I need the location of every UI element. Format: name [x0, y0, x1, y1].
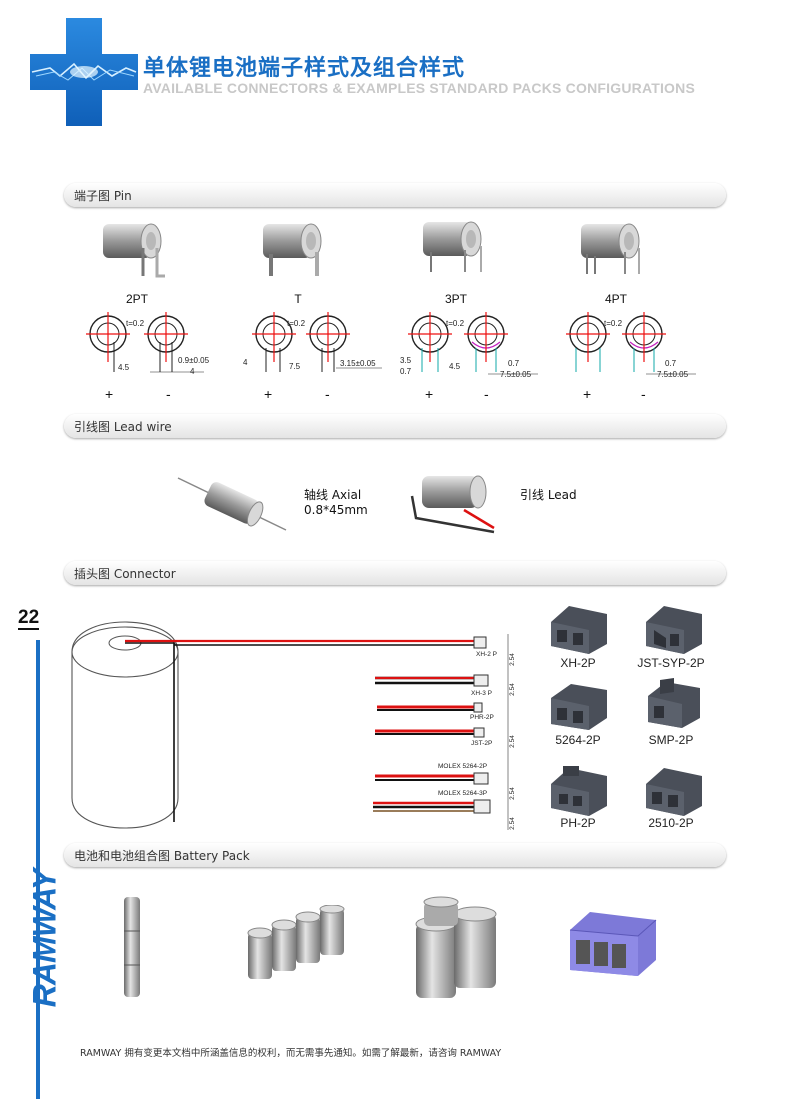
minus-t: - [325, 386, 330, 402]
section-bar-battery-pack: 电池和电池组合图 Battery Pack [64, 843, 726, 867]
section-bar-lead-wire: 引线图 Lead wire [64, 414, 726, 438]
dim-3pt-c: 4.5 [449, 362, 461, 371]
battery-t-image [263, 223, 322, 276]
plus-4pt: + [583, 386, 592, 402]
dim-3pt-a: 3.5 [400, 356, 412, 365]
wire-label-xh-3p: XH-3 P [471, 690, 492, 697]
plus-3pt: + [425, 386, 434, 402]
axial-battery-image [177, 477, 287, 531]
connector-smp-2p-image [648, 678, 700, 728]
dim-t-2pt: t=0.2 [126, 319, 145, 328]
wire-dim-5: 2.54 [508, 817, 516, 830]
plus-t: + [264, 386, 273, 402]
dim-3pt-d: 0.7 [508, 359, 520, 368]
dim-3pt-b: 0.7 [400, 367, 412, 376]
pin-label-4pt: 4PT [604, 292, 627, 306]
connector-xh-2p-image [551, 606, 607, 654]
connector-wire-diagram [71, 621, 509, 830]
connector-5264-2p-image [551, 684, 607, 730]
connector-label-smp-2p: SMP-2P [648, 733, 694, 747]
wire-label-jst-2p: JST-2P [471, 740, 493, 747]
wire-label-molex-2p: MOLEX 5264-2P [438, 763, 488, 770]
side-accent-line [36, 640, 40, 1099]
connector-jst-syp-2p-image [646, 606, 702, 654]
dim-2pt-c: 4 [190, 367, 195, 376]
wire-label-xh-2p: XH-2 P [476, 651, 497, 658]
connector-label-xh-2p: XH-2P [560, 656, 596, 670]
drawing-3pt [408, 312, 538, 375]
page-number: 22 [18, 607, 40, 630]
drawing-4pt [566, 312, 696, 375]
dim-4pt-a: 0.7 [665, 359, 677, 368]
connector-ph-2p-image [551, 766, 607, 816]
battery-2pt-image [103, 223, 165, 278]
dim-2pt-b: 0.9±0.05 [178, 356, 210, 365]
battery-pack-row-image [247, 905, 345, 979]
wire-dim-3: 2.54 [508, 735, 516, 748]
wire-label-phr-2p: PHR-2P [470, 714, 494, 721]
wire-dim-1: 2.54 [508, 653, 516, 666]
dim-t-c: 3.15±0.05 [340, 359, 376, 368]
wire-dim-4: 2.54 [508, 787, 516, 800]
section-bar-connector: 插头图 Connector [64, 561, 726, 585]
lead-battery-image [410, 475, 495, 534]
drawing-2pt [86, 312, 204, 373]
dim-t-4pt: t=0.2 [604, 319, 623, 328]
connector-label-5264-2p: 5264-2P [555, 733, 601, 747]
battery-3pt-image [423, 221, 482, 272]
wire-dim-2: 2.54 [508, 683, 516, 696]
dim-2pt-a: 4.5 [118, 363, 130, 372]
pin-label-3pt: 3PT [444, 292, 467, 306]
brand-logo: RAMWAY [26, 869, 63, 1008]
minus-3pt: - [484, 386, 489, 402]
dim-t-a: 4 [243, 358, 248, 367]
lead-label: 引线 Lead [520, 488, 577, 502]
dim-4pt-b: 7.5±0.05 [657, 370, 689, 379]
section-title: 插头图 Connector [74, 567, 176, 581]
section-title: 端子图 Pin [74, 189, 132, 203]
axial-spec: 0.8*45mm [304, 503, 368, 517]
axial-label: 轴线 Axial [304, 488, 362, 502]
connector-label-2510-2p: 2510-2P [648, 816, 694, 830]
drawing-t [252, 312, 382, 372]
battery-4pt-image [581, 223, 640, 274]
connector-label-ph-2p: PH-2P [560, 816, 596, 830]
page-title: 单体锂电池端子样式及组合样式 [143, 56, 466, 81]
minus-4pt: - [641, 386, 646, 402]
wire-label-molex-3p: MOLEX 5264-3P [438, 790, 488, 797]
connector-2510-2p-image [646, 768, 702, 816]
battery-pack-wrapped-image [569, 912, 657, 976]
section-title: 引线图 Lead wire [74, 420, 172, 434]
dim-t-t: t=0.2 [287, 319, 306, 328]
footer-note: RAMWAY 拥有变更本文档中所涵盖信息的权利，而无需事先通知。如需了解最新，请… [80, 1048, 502, 1059]
connector-label-jst-syp-2p: JST-SYP-2P [637, 656, 705, 670]
page-subtitle: AVAILABLE CONNECTORS & EXAMPLES STANDARD… [143, 80, 695, 96]
dim-t-b: 7.5 [289, 362, 301, 371]
plus-2pt: + [105, 386, 114, 402]
dim-t-3pt: t=0.2 [446, 319, 465, 328]
battery-pack-stick-image [124, 897, 140, 997]
dim-3pt-e: 7.5±0.05 [500, 370, 532, 379]
battery-pack-cluster-image [415, 896, 497, 998]
section-bar-pin: 端子图 Pin [64, 183, 726, 207]
pin-label-t: T [294, 292, 302, 306]
minus-2pt: - [166, 386, 171, 402]
pin-label-2pt: 2PT [125, 292, 148, 306]
section-title: 电池和电池组合图 Battery Pack [74, 849, 250, 863]
logo-cross-icon [30, 18, 138, 126]
